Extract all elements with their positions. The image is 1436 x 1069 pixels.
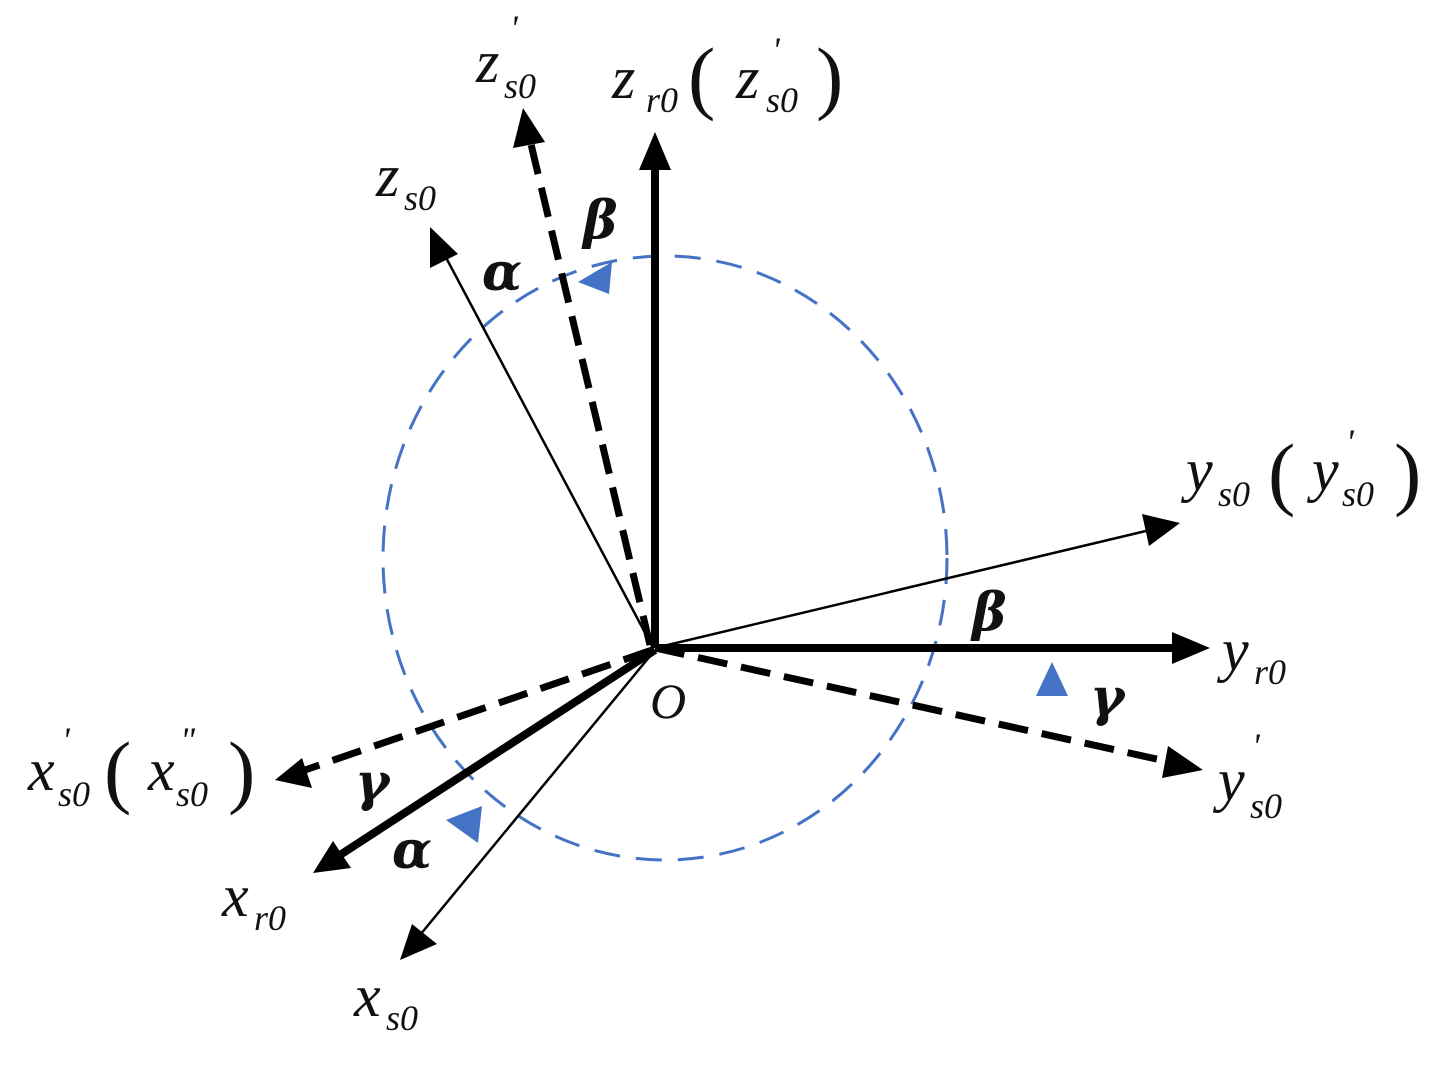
label-x-r0: x r0	[221, 863, 286, 938]
label-y-s0-prime-base: y	[1212, 747, 1245, 813]
angle-label-beta-right: β	[970, 582, 1007, 643]
label-z-r0-paren-close: )	[816, 31, 843, 122]
label-x-s0-base: x	[353, 963, 381, 1029]
label-y-s0-prime-sup: '	[1252, 726, 1261, 766]
label-x-s0-sub: s0	[386, 998, 418, 1038]
label-y-s0-paren-close: )	[1394, 427, 1421, 518]
label-z-r0: z r0 ( z ' s0 )	[611, 30, 843, 122]
angle-label-alpha-bottom: α	[392, 820, 432, 881]
label-y-s0-paren-sub: s0	[1342, 474, 1374, 514]
rotation-arrow-alpha	[446, 806, 482, 843]
label-y-s0-prime: y ' s0	[1212, 726, 1282, 826]
label-z-s0-prime-sup: '	[510, 8, 519, 48]
label-y-s0-paren-base: y	[1306, 437, 1339, 503]
rotation-arrow-gamma	[1036, 662, 1068, 696]
angle-label-gamma-right: γ	[1090, 667, 1127, 728]
label-x-s0-prime-paren-base: x	[147, 737, 175, 803]
origin-label: O	[650, 673, 686, 729]
angle-label-gamma-left: γ	[355, 752, 392, 813]
label-z-s0-base: z	[375, 143, 399, 209]
angle-label-beta-top: β	[581, 190, 618, 251]
label-z-s0-prime-sub: s0	[504, 66, 536, 106]
label-y-r0: y r0	[1216, 617, 1286, 692]
axis-x-s0	[400, 649, 656, 960]
label-z-r0-paren-sup: '	[772, 30, 781, 70]
label-y-s0-sub: s0	[1218, 474, 1250, 514]
label-x-s0-prime-paren-sub: s0	[176, 774, 208, 814]
label-z-s0-prime: z ' s0	[475, 8, 536, 106]
label-y-r0-sub: r0	[1254, 652, 1286, 692]
label-z-s0-sub: s0	[404, 178, 436, 218]
axis-z-s0	[430, 227, 654, 647]
label-y-s0-paren-sup: '	[1346, 422, 1355, 462]
label-x-s0: x s0	[353, 963, 418, 1038]
label-y-r0-base: y	[1216, 617, 1249, 683]
label-z-r0-sub: r0	[646, 80, 678, 120]
label-y-s0-prime-sub: s0	[1250, 786, 1282, 826]
label-y-s0-paren-open: (	[1268, 427, 1295, 518]
axis-x-r0	[313, 646, 658, 873]
label-x-s0-prime-sub: s0	[58, 774, 90, 814]
angle-label-alpha-top: α	[482, 242, 522, 303]
axis-x-s0-prime	[275, 646, 654, 788]
label-x-s0-prime-sup: '	[62, 720, 71, 760]
axis-y-s0-prime	[654, 644, 1203, 778]
label-x-s0-prime: x ' s0 ( x " s0 )	[27, 720, 255, 816]
axis-z-s0-prime	[513, 108, 654, 646]
rotation-arrow-beta	[578, 262, 612, 294]
label-z-r0-paren-base: z	[735, 45, 759, 111]
label-z-r0-base: z	[611, 45, 635, 111]
label-x-r0-sub: r0	[254, 898, 286, 938]
label-y-s0-base: y	[1180, 437, 1213, 503]
axis-z-r0	[639, 132, 671, 648]
label-x-s0-prime-paren-sup: "	[180, 720, 196, 760]
label-x-r0-base: x	[221, 863, 249, 929]
axis-y-r0	[655, 632, 1210, 664]
rotation-circle	[381, 254, 949, 862]
label-z-s0: z s0	[375, 143, 436, 218]
label-z-r0-paren-sub: s0	[766, 80, 798, 120]
label-z-s0-prime-base: z	[475, 29, 499, 95]
label-x-s0-prime-base: x	[27, 737, 55, 803]
axis-y-s0	[654, 514, 1180, 650]
label-y-s0: y s0 ( y ' s0 )	[1180, 422, 1421, 518]
label-z-r0-paren-open: (	[688, 31, 715, 122]
label-x-s0-prime-paren-close: )	[228, 725, 255, 816]
label-x-s0-prime-paren-open: (	[104, 725, 131, 816]
